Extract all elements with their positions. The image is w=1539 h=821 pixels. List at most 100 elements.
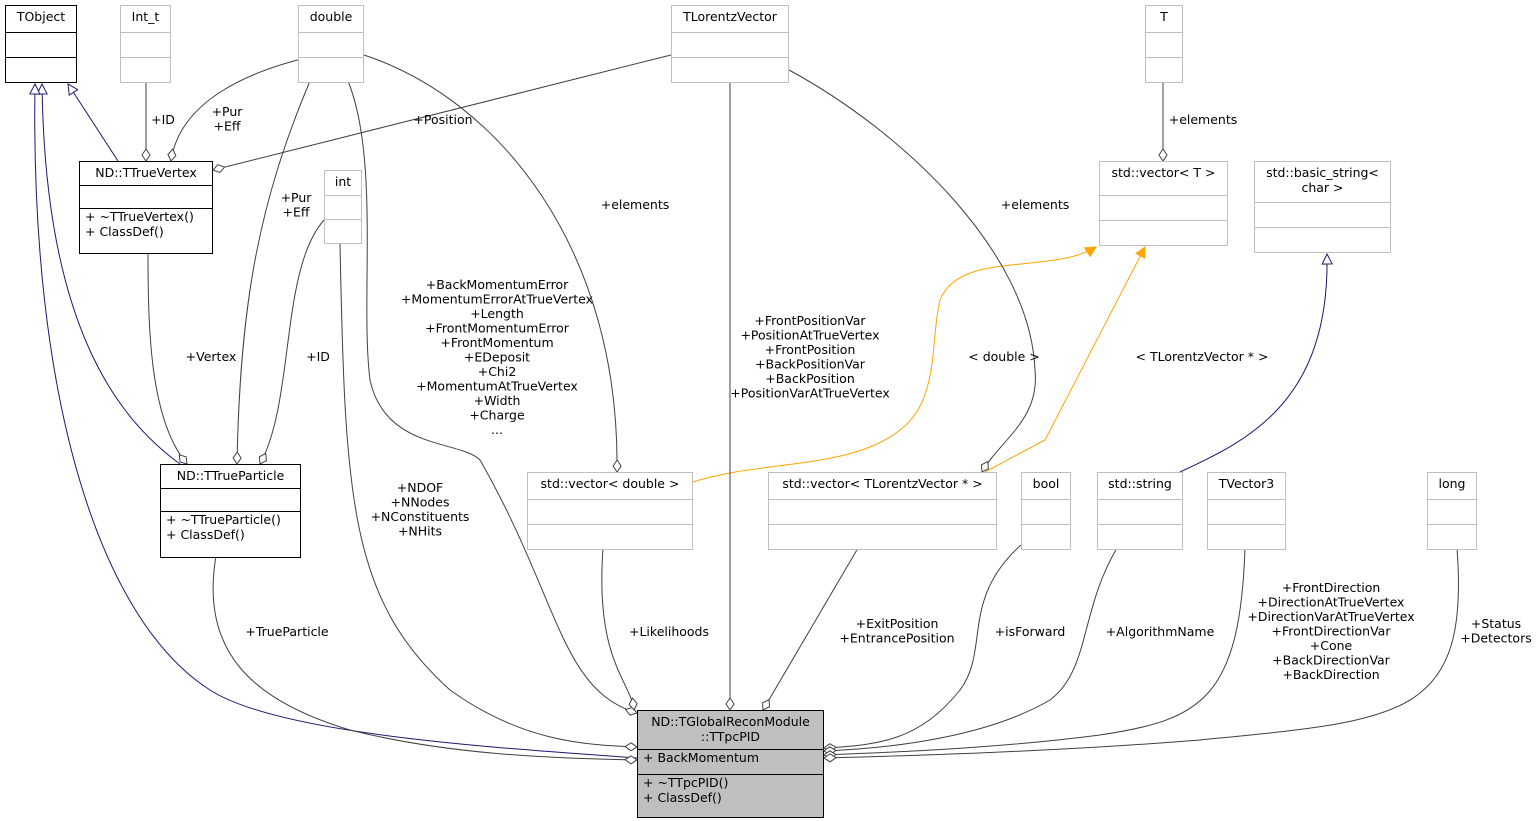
class-node-long[interactable]: long: [1427, 472, 1477, 550]
edge-label-double-vertex: +Eff: [214, 119, 241, 134]
edge-string-main: [823, 547, 1118, 756]
class-methods: [1146, 57, 1182, 82]
edge-label-tlv-main: +FrontPositionVar: [754, 313, 866, 328]
edge-label-tlv-vectlv: +elements: [1001, 197, 1070, 212]
edge-template-vecdouble: [692, 247, 1096, 483]
class-node-int-t[interactable]: Int_t: [120, 5, 171, 83]
class-node-trueparticle[interactable]: ND::TTrueParticle+ ~TTrueParticle()+ Cla…: [160, 464, 301, 558]
class-methods: [1100, 220, 1227, 245]
class-node-basic-string[interactable]: std::basic_string<char >: [1254, 161, 1391, 253]
class-method: + ~TTrueVertex(): [85, 209, 194, 224]
class-node-bool[interactable]: bool: [1021, 472, 1071, 550]
class-node-truevertex[interactable]: ND::TTrueVertex+ ~TTrueVertex()+ ClassDe…: [79, 161, 213, 254]
edge-double-truevertex: [167, 54, 319, 162]
edge-label-tvector3-main: +BackDirectionVar: [1272, 653, 1391, 668]
edge-label-long-main: +Status: [1471, 616, 1521, 631]
class-methods: + ~TTrueParticle()+ ClassDef(): [161, 511, 300, 557]
class-methods: [299, 57, 363, 82]
edge-label-double-main: +Chi2: [478, 364, 517, 379]
edge-label-tlv-main: +FrontPosition: [765, 342, 856, 357]
class-node-vector-tlv[interactable]: std::vector< TLorentzVector * >: [768, 472, 997, 550]
class-methods: [1208, 524, 1285, 549]
class-attrs: [1428, 499, 1476, 524]
class-attrs: [1208, 499, 1285, 524]
class-method: + ClassDef(): [85, 223, 164, 239]
class-attrs: [1022, 499, 1070, 524]
class-name: char >: [1301, 179, 1344, 195]
class-attrs: [6, 32, 76, 57]
class-node-vector-t[interactable]: std::vector< T >: [1099, 161, 1228, 246]
class-attrs: [769, 499, 996, 524]
class-name: T: [1160, 9, 1168, 24]
class-name: std::string: [1108, 476, 1172, 491]
class-method: + ClassDef(): [166, 526, 245, 542]
edge-label-tvector3-main: +DirectionVarAtTrueVertex: [1247, 609, 1414, 624]
class-node-vector-double[interactable]: std::vector< double >: [527, 472, 693, 550]
class-title: double: [299, 6, 363, 32]
edge-label-tvector3-main: +DirectionAtTrueVertex: [1258, 595, 1405, 610]
class-attrs: [325, 195, 361, 219]
class-method: + ClassDef(): [643, 789, 722, 805]
class-node-double[interactable]: double: [298, 5, 364, 83]
edge-label-tmpl-double: < double >: [968, 349, 1040, 364]
class-title: ND::TGlobalReconModule::TTpcPID: [638, 711, 823, 749]
edge-vectlv-main: [762, 547, 859, 711]
edge-label-particle-main: +TrueParticle: [245, 624, 329, 639]
edge-label-double-main: +BackMomentumError: [426, 277, 569, 292]
class-title: std::string: [1098, 473, 1182, 499]
class-name: std::vector< TLorentzVector * >: [782, 476, 983, 491]
edge-double-vecdouble: [363, 54, 622, 473]
class-title: std::vector< T >: [1100, 162, 1227, 195]
class-name: ND::TTrueParticle: [176, 468, 285, 483]
class-node-string[interactable]: std::string: [1097, 472, 1183, 550]
class-node-int[interactable]: int: [324, 170, 362, 244]
edge-label-double-particle: +Pur: [281, 190, 313, 205]
edge-inherit-truevertex-tobject: [68, 84, 119, 162]
class-attrs: [1146, 32, 1182, 57]
class-name: TVector3: [1218, 476, 1275, 491]
edge-label-tvector3-main: +BackDirection: [1282, 667, 1379, 682]
edge-label-tlv-main: +BackPositionVar: [755, 357, 866, 372]
class-title: ND::TTrueParticle: [161, 465, 300, 488]
class-attrs: [528, 499, 692, 524]
edge-label-double-main: +MomentumAtTrueVertex: [416, 379, 578, 394]
class-title: ND::TTrueVertex: [80, 162, 212, 185]
class-attrs: + BackMomentum: [638, 749, 823, 774]
class-attrs: [1100, 195, 1227, 220]
class-node-tlorentzvector[interactable]: TLorentzVector: [671, 5, 789, 83]
edge-inherit-trueparticle-tobject: [42, 84, 181, 465]
class-name: ND::TGlobalReconModule: [651, 714, 810, 729]
class-node-main[interactable]: ND::TGlobalReconModule::TTpcPID+ BackMom…: [637, 710, 824, 818]
class-name: std::vector< double >: [540, 476, 680, 491]
class-node-tobject[interactable]: TObject: [5, 5, 77, 83]
edge-label-double-main: +MomentumErrorAtTrueVertex: [401, 292, 593, 307]
class-name: std::basic_string<: [1266, 165, 1379, 180]
class-node-tvector3[interactable]: TVector3: [1207, 472, 1286, 550]
class-attrs: [1255, 202, 1390, 227]
class-node-t[interactable]: T: [1145, 5, 1183, 83]
class-methods: [121, 57, 170, 82]
class-methods: [1022, 524, 1070, 549]
class-title: Int_t: [121, 6, 170, 32]
edge-label-tlv-main: +PositionAtTrueVertex: [740, 328, 879, 343]
class-name: std::vector< T >: [1111, 165, 1216, 180]
class-methods: [1428, 524, 1476, 549]
edge-label-tvector3-main: +Cone: [1310, 638, 1353, 653]
edge-tlv-truevertex: [212, 54, 672, 174]
edge-label-double-vecdouble: +elements: [601, 197, 670, 212]
edge-label-tvector3-main: +FrontDirection: [1282, 580, 1381, 595]
class-method: + ~TTpcPID(): [643, 775, 729, 790]
edge-label-tlv-main: +PositionVarAtTrueVertex: [730, 386, 890, 401]
edge-label-double-main: ...: [491, 422, 503, 437]
class-title: bool: [1022, 473, 1070, 499]
class-name: bool: [1032, 476, 1060, 491]
edge-tvector3-main: [823, 547, 1246, 760]
class-title: std::basic_string<char >: [1255, 162, 1390, 202]
class-methods: [528, 524, 692, 549]
edge-label-vertex-particle: +Vertex: [186, 349, 237, 364]
class-methods: [769, 524, 996, 549]
class-title: TObject: [6, 6, 76, 32]
edge-label-int-main: +NConstituents: [371, 509, 470, 524]
